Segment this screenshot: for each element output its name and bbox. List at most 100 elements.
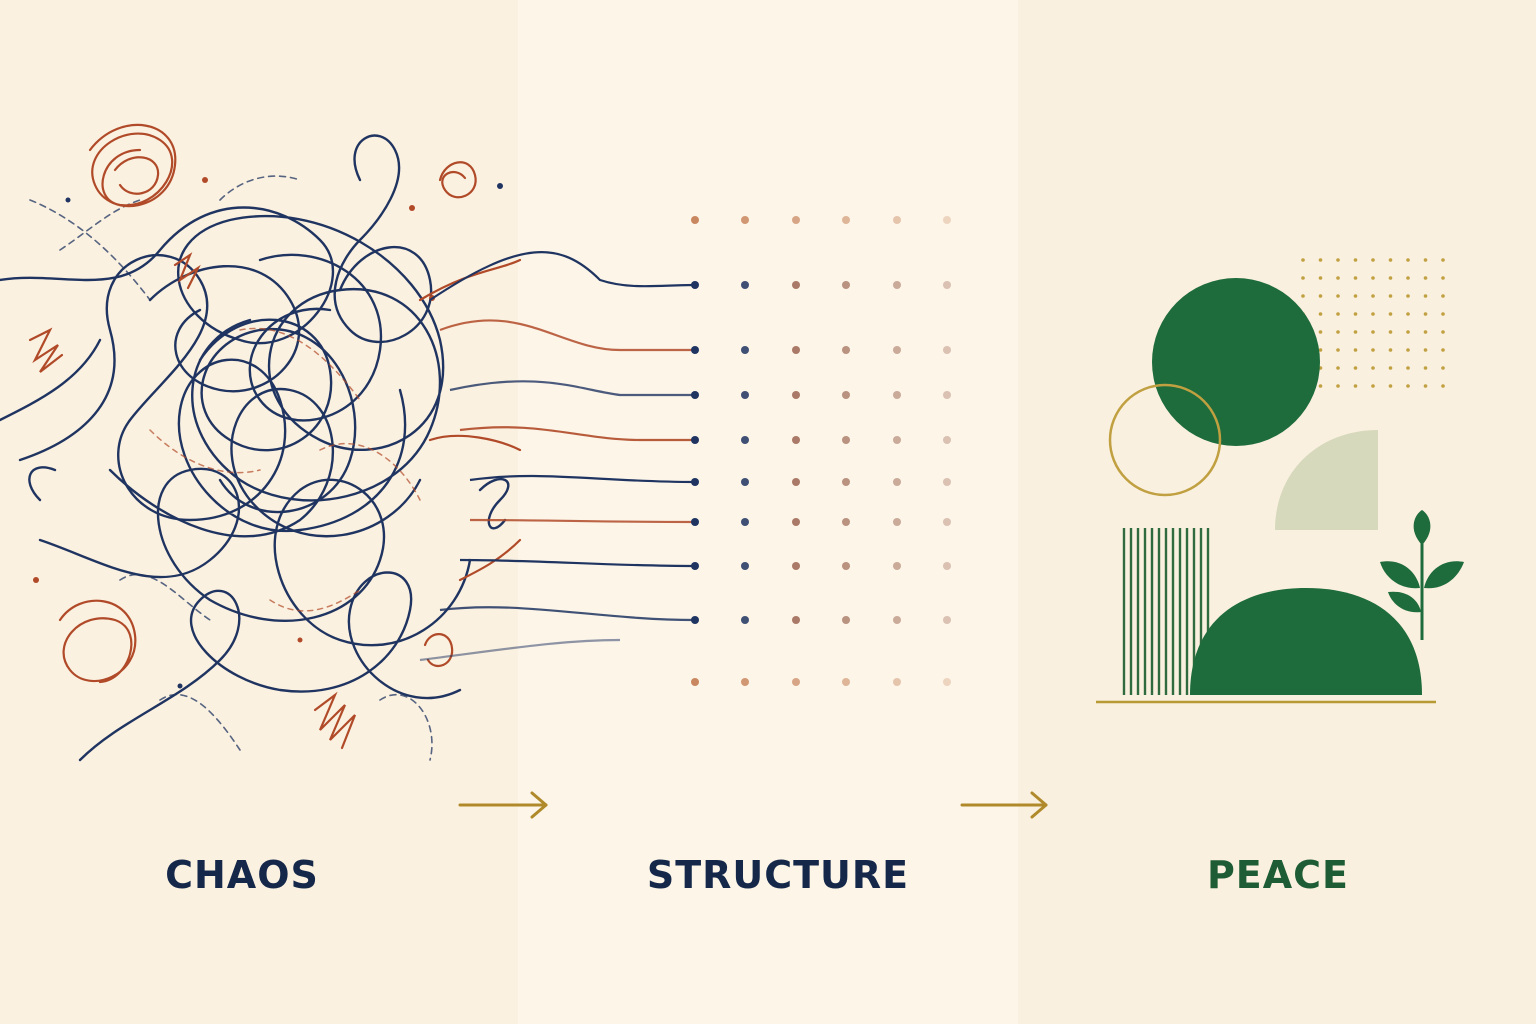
- grid-node: [691, 678, 699, 686]
- grid-node: [691, 518, 699, 526]
- grid-node: [792, 678, 800, 686]
- grid-node: [792, 436, 800, 444]
- dot-pattern-dot: [1353, 258, 1358, 262]
- chaos-tangle-icon: [0, 123, 522, 762]
- dot-pattern-dot: [1406, 312, 1410, 316]
- dot-pattern-dot: [1423, 294, 1428, 298]
- arrow-right-icon: [458, 791, 548, 819]
- dot-pattern-dot: [1406, 384, 1410, 388]
- dot-pattern-dot: [1371, 294, 1375, 298]
- dot-pattern-dot: [1441, 276, 1445, 280]
- grid-node: [691, 562, 699, 570]
- grid-node: [792, 562, 800, 570]
- grid-node: [741, 478, 749, 486]
- dot-pattern-dot: [1371, 348, 1375, 352]
- dot-pattern-dot: [1371, 312, 1375, 316]
- dot-pattern-dot: [1301, 294, 1305, 298]
- dot-pattern-dot: [1388, 276, 1393, 280]
- dot-pattern-dot: [1371, 276, 1375, 280]
- structure-label: STRUCTURE: [646, 853, 910, 897]
- grid-node: [943, 478, 951, 486]
- sprout-icon: [1380, 510, 1464, 640]
- grid-node: [893, 216, 901, 224]
- dot-pattern-dot: [1353, 276, 1358, 280]
- dot-pattern-dot: [1441, 258, 1445, 262]
- dot-pattern-dot: [1318, 312, 1323, 316]
- arrow-right-icon: [960, 791, 1048, 819]
- grid-node: [943, 678, 951, 686]
- dot-pattern-dot: [1388, 330, 1393, 334]
- dot-pattern-dot: [1353, 294, 1358, 298]
- dot-pattern-dot: [1318, 384, 1323, 388]
- dot-pattern-dot: [1423, 384, 1428, 388]
- gold-ring: [1108, 383, 1222, 497]
- dot-pattern-dot: [1336, 312, 1340, 316]
- dot-pattern-dot: [1441, 384, 1445, 388]
- grid-node: [792, 518, 800, 526]
- grid-node: [691, 281, 699, 289]
- grid-node: [792, 346, 800, 354]
- grid-node: [943, 562, 951, 570]
- dot-pattern-dot: [1423, 330, 1428, 334]
- dot-pattern-dot: [1336, 366, 1340, 370]
- dot-pattern-dot: [1371, 258, 1375, 262]
- dot-pattern-dot: [1423, 366, 1428, 370]
- grid-node: [943, 391, 951, 399]
- grid-node: [893, 346, 901, 354]
- structure-grid-icon: [640, 205, 1000, 720]
- dot-pattern-dot: [1318, 330, 1323, 334]
- dot-pattern-dot: [1388, 258, 1393, 262]
- dot-pattern-dot: [1441, 366, 1445, 370]
- dot-pattern-dot: [1406, 276, 1410, 280]
- grid-node: [943, 518, 951, 526]
- grid-node: [691, 391, 699, 399]
- grid-node: [842, 616, 850, 624]
- dot-pattern-dot: [1441, 330, 1445, 334]
- dot-pattern-dot: [1423, 276, 1428, 280]
- dot-pattern-dot: [1301, 258, 1305, 262]
- dot-pattern-dot: [1388, 366, 1393, 370]
- dot-pattern-dot: [1318, 348, 1323, 352]
- grid-node: [943, 281, 951, 289]
- grid-node: [792, 616, 800, 624]
- grid-node: [691, 478, 699, 486]
- dot-pattern-dot: [1301, 276, 1305, 280]
- dot-pattern-dot: [1371, 384, 1375, 388]
- dot-pattern-dot: [1318, 294, 1323, 298]
- flow-lines: [419, 251, 696, 662]
- grid-node: [842, 678, 850, 686]
- grid-node: [893, 436, 901, 444]
- grid-node: [741, 281, 749, 289]
- grid-node: [943, 216, 951, 224]
- grid-node: [842, 436, 850, 444]
- grid-node: [842, 281, 850, 289]
- grid-node: [842, 346, 850, 354]
- grid-node: [842, 216, 850, 224]
- dot-pattern-dot: [1336, 294, 1340, 298]
- dot-pattern-dot: [1406, 294, 1410, 298]
- grid-node: [691, 216, 699, 224]
- grid-node: [741, 391, 749, 399]
- grid-node: [691, 436, 699, 444]
- dot-pattern-dot: [1353, 312, 1358, 316]
- dot-pattern-dot: [1406, 366, 1410, 370]
- grid-node: [792, 216, 800, 224]
- grid-node: [691, 346, 699, 354]
- grid-node: [893, 616, 901, 624]
- grid-node: [741, 616, 749, 624]
- dot-pattern-dot: [1371, 366, 1375, 370]
- grid-node: [741, 678, 749, 686]
- grid-node: [842, 518, 850, 526]
- dot-pattern-dot: [1336, 384, 1340, 388]
- grid-node: [842, 478, 850, 486]
- dot-pattern-dot: [1388, 384, 1393, 388]
- peace-shapes-icon: [1096, 258, 1464, 704]
- grid-node: [893, 562, 901, 570]
- grid-node: [741, 518, 749, 526]
- dot-pattern-dot: [1353, 366, 1358, 370]
- grid-node: [893, 478, 901, 486]
- dot-pattern-dot: [1441, 294, 1445, 298]
- dot-pattern-dot: [1423, 312, 1428, 316]
- peace-label: PEACE: [1206, 853, 1350, 897]
